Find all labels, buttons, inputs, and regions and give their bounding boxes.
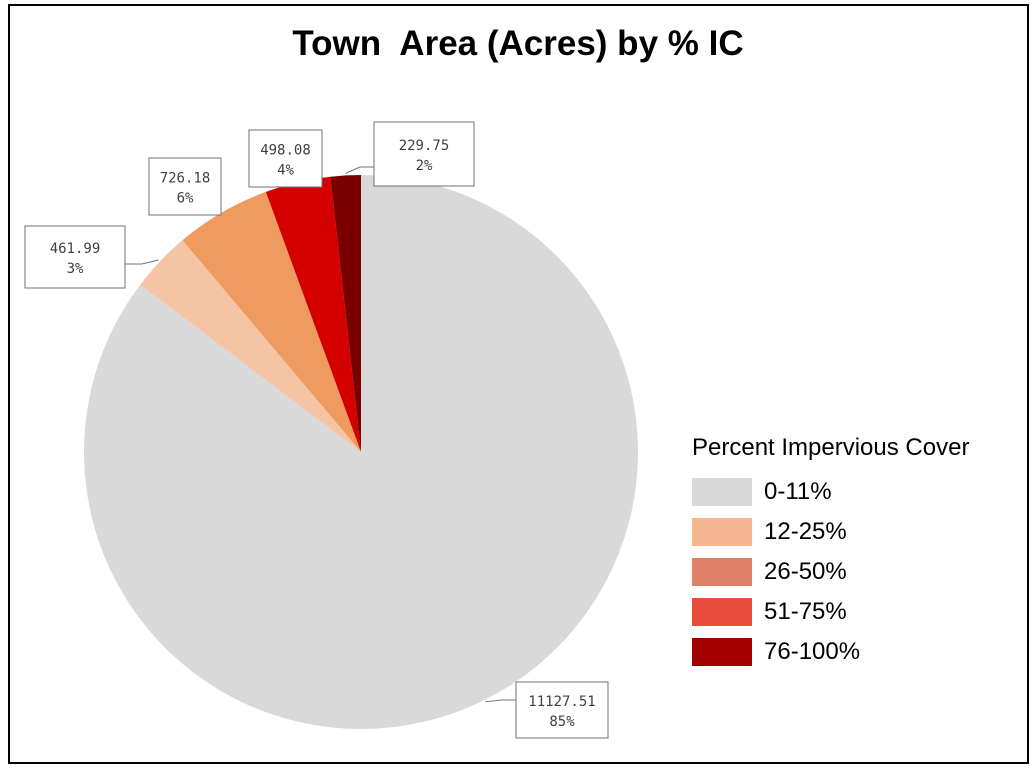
data-label-12-25: 461.99 3% [24, 225, 126, 289]
pie-slice-0-11 [83, 175, 638, 729]
leader-line-0-11 [485, 699, 518, 703]
leader-line-76-100 [345, 166, 374, 174]
data-label-percent: 3% [67, 261, 84, 277]
pie-slice-51-75 [265, 176, 361, 452]
data-label-value: 11127.51 [528, 694, 595, 710]
legend-label: 26-50% [764, 558, 847, 585]
data-label-percent: 6% [177, 191, 194, 207]
legend-swatch [692, 518, 752, 546]
pie-slice-12-25 [140, 240, 361, 452]
pie-slice-76-100 [330, 175, 361, 452]
legend-label: 12-25% [764, 518, 847, 545]
data-label-box [373, 121, 475, 187]
legend-swatch [692, 478, 752, 506]
legend-item-12-25: 12-25% [692, 512, 969, 552]
legend-item-26-50: 26-50% [692, 552, 969, 592]
leader-line-12-25 [125, 259, 159, 265]
data-label-76-100: 229.75 2% [373, 121, 475, 187]
legend-swatch [692, 558, 752, 586]
data-label-box [148, 157, 222, 216]
data-label-percent: 85% [549, 714, 575, 730]
chart-title: Town Area (Acres) by % IC [292, 24, 744, 63]
data-label-value: 726.18 [160, 171, 211, 187]
legend-item-0-11: 0-11% [692, 472, 969, 512]
data-label-26-50: 726.18 6% [148, 157, 222, 216]
legend-title: Percent Impervious Cover [692, 434, 970, 461]
data-label-value: 229.75 [399, 138, 450, 154]
data-label-0-11: 11127.51 85% [515, 681, 609, 739]
legend-swatch [692, 638, 752, 666]
legend: Percent Impervious Cover 0-11% 12-25% 26-5… [692, 434, 969, 672]
data-label-box [24, 225, 126, 289]
data-label-percent: 2% [416, 158, 433, 174]
legend-label: 51-75% [764, 598, 847, 625]
data-label-51-75: 498.08 4% [248, 129, 323, 188]
data-label-box [248, 129, 323, 188]
legend-swatch [692, 598, 752, 626]
legend-label: 76-100% [764, 638, 861, 665]
data-label-value: 461.99 [50, 241, 101, 257]
pie-slice-26-50 [182, 191, 361, 452]
legend-label: 0-11% [764, 478, 832, 505]
legend-items: 0-11% 12-25% 26-50% 51-75% 76-100% [692, 472, 969, 672]
legend-item-76-100: 76-100% [692, 632, 969, 672]
data-label-percent: 4% [277, 163, 294, 179]
data-label-box [515, 681, 609, 739]
data-label-value: 498.08 [260, 143, 311, 159]
legend-item-51-75: 51-75% [692, 592, 969, 632]
